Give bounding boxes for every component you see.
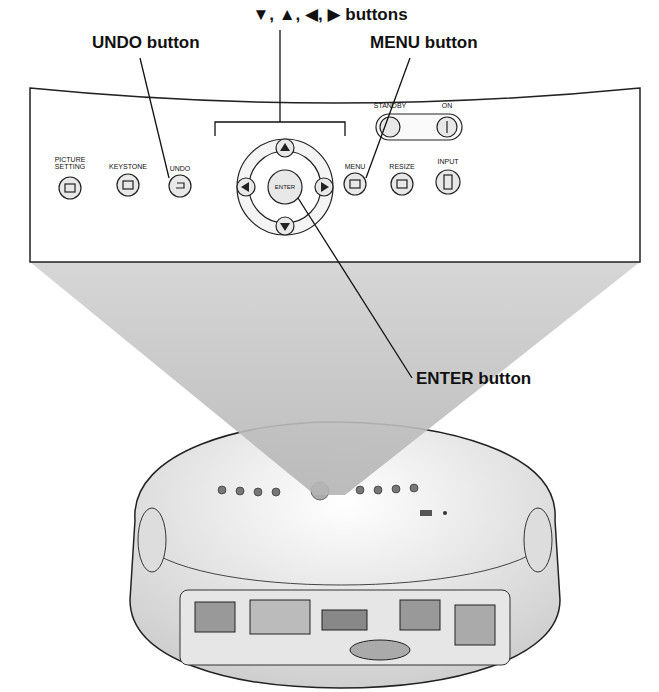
callout-label: ▼, ▲, ◀, ▶ buttons	[252, 6, 407, 24]
button-label: RESIZE	[385, 163, 419, 170]
callout-label: UNDO button	[92, 34, 200, 52]
button-label: UNDO	[163, 165, 197, 172]
leader-lines	[140, 30, 412, 378]
button-label: KEYSTONE	[105, 163, 151, 170]
button-label: ENTER	[271, 184, 299, 190]
callout-label: ENTER button	[416, 370, 531, 388]
button-label: INPUT	[431, 158, 465, 165]
arrow-symbols	[241, 143, 329, 231]
panel-buttons	[59, 114, 462, 235]
button-label: STANDBY	[368, 102, 412, 109]
zoom-beam	[30, 262, 640, 495]
button-label: PICTURE SETTING	[50, 156, 90, 171]
callout-label: MENU button	[370, 34, 478, 52]
button-label: ON	[432, 102, 462, 109]
control-panel	[30, 88, 640, 262]
button-label: MENU	[338, 163, 372, 170]
